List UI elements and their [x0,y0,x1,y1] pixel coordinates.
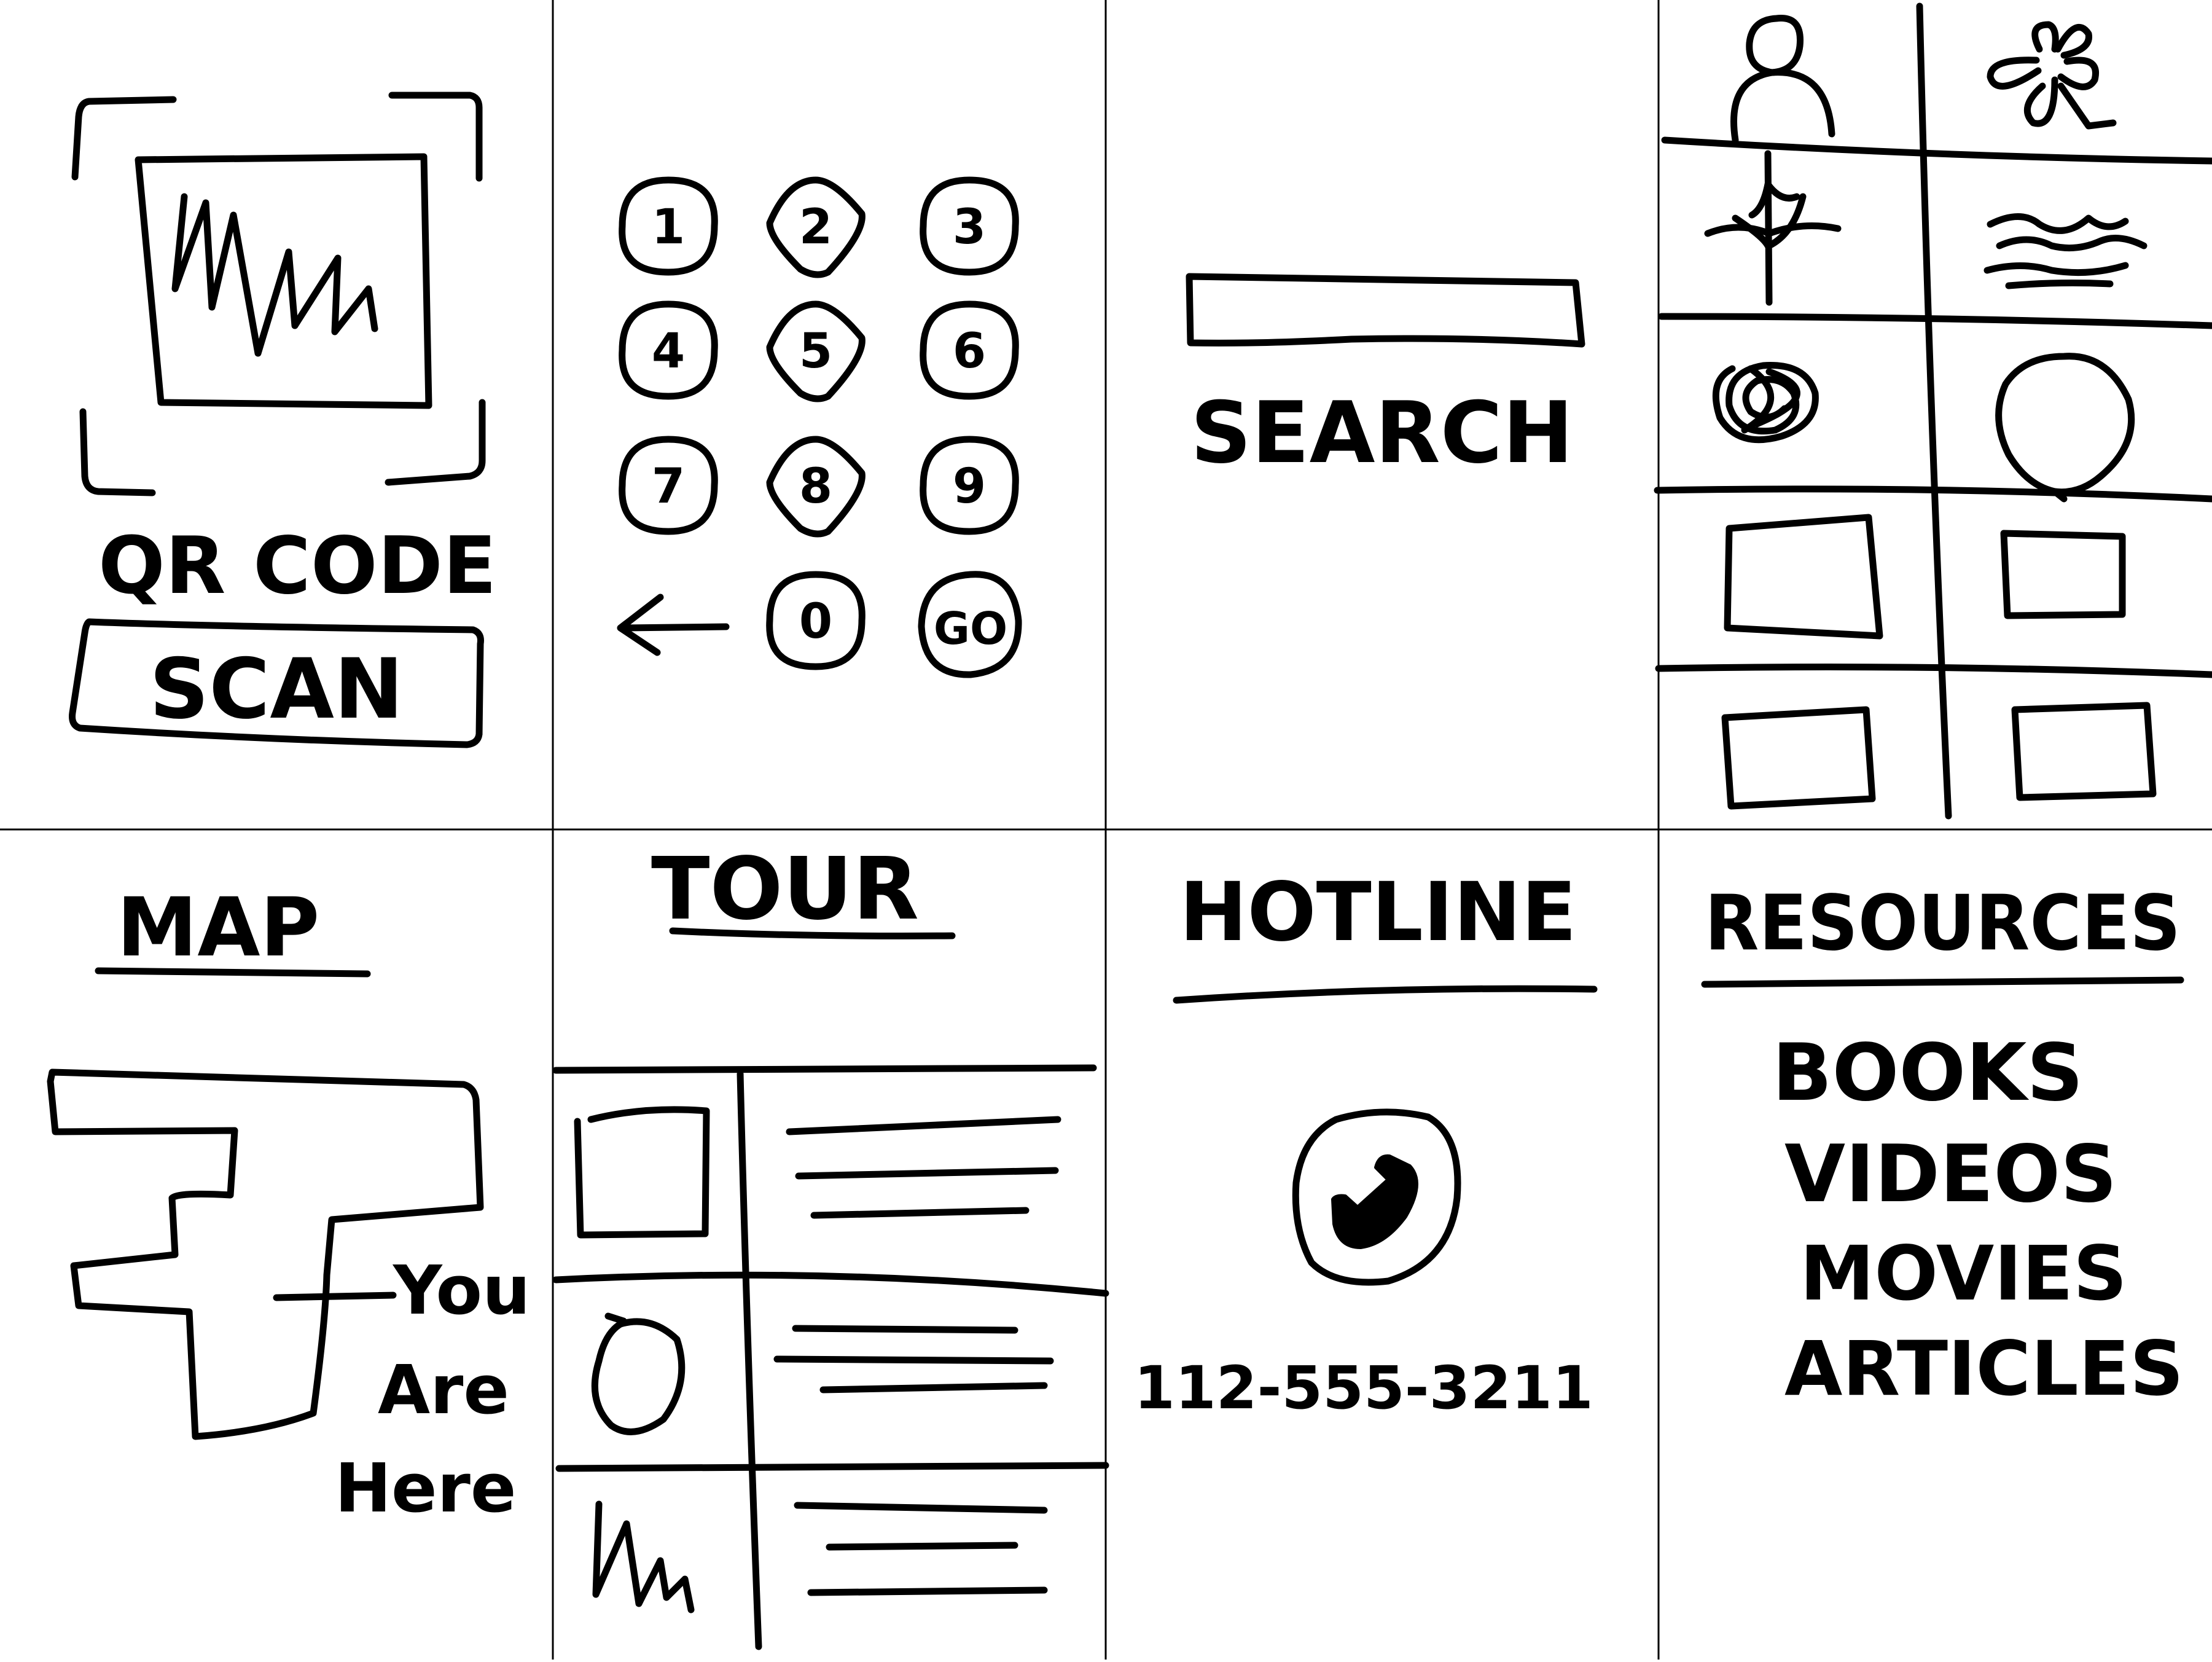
hotline-phone-number: 112-555-3211 [1134,1354,1593,1422]
go-button-label: GO [934,603,1007,654]
resource-videos[interactable]: VIDEOS [1784,1129,2117,1220]
keypad-keys: 1 2 3 4 5 6 7 8 9 0 [619,176,1019,670]
resource-books[interactable]: BOOKS [1772,1027,2084,1119]
keypad-key-6[interactable]: 6 [920,300,1019,400]
image-thumb-3[interactable] [1721,706,1876,810]
keypad-key-label: 9 [953,459,986,514]
scribble-icon [1712,362,1819,444]
keypad-key-4[interactable]: 4 [619,300,718,400]
keypad-key-7[interactable]: 7 [619,436,718,535]
flower-icon [1987,21,2117,130]
are-label: Are [378,1350,509,1429]
back-button[interactable] [617,594,730,656]
keypad-key-0[interactable]: 0 [766,571,866,670]
qr-image-placeholder [135,153,432,409]
you-are-here-pointer [273,1292,397,1301]
keypad-key-label: 6 [953,324,986,379]
hotline-panel: HOTLINE 112-555-3211 [1134,865,1598,1422]
keypad-key-2[interactable]: 2 [766,176,866,278]
keypad-key-8[interactable]: 8 [766,436,866,538]
image-thumb-4[interactable] [2011,702,2157,801]
keypad-key-label: 0 [799,594,832,649]
tour-item-3[interactable] [592,1500,1048,1613]
image-thumb-1[interactable] [1724,514,1883,640]
tour-item-2[interactable] [591,1312,1054,1435]
keypad-panel: 1 2 3 4 5 6 7 8 9 0 GO [617,176,1022,678]
keypad-key-1[interactable]: 1 [619,176,718,276]
resources-title: RESOURCES [1705,879,2181,968]
person-icon [1730,15,1835,144]
qr-title: QR CODE [98,520,496,612]
hotline-title: HOTLINE [1179,865,1577,960]
keypad-key-5[interactable]: 5 [766,300,866,402]
floor-plan [47,1068,484,1440]
keypad-key-label: 3 [953,200,986,255]
scan-button-label: SCAN [149,641,404,737]
keypad-key-label: 5 [799,324,832,379]
map-panel: MAP You Are Here [47,880,530,1527]
search-label: SEARCH [1190,383,1574,482]
search-input[interactable] [1186,273,1585,348]
you-label: You [392,1251,530,1330]
resources-panel: RESOURCES BOOKS VIDEOS MOVIES ARTICLES [1701,879,2184,1413]
waves-icon [1983,213,2148,289]
gallery-panel [1654,2,2212,820]
palm-tree-icon [1704,150,1842,306]
keypad-key-label: 4 [652,324,685,379]
scan-frame-corners [71,92,486,496]
image-thumb-2[interactable] [2000,530,2126,619]
keypad-key-3[interactable]: 3 [920,176,1019,276]
keypad-key-label: 2 [799,200,832,255]
tour-list-lines [552,1064,1109,1650]
tour-panel: TOUR [552,839,1109,1650]
keypad-key-label: 8 [799,459,832,514]
resource-movies[interactable]: MOVIES [1800,1230,2127,1317]
keypad-key-label: 1 [652,200,685,255]
map-title: MAP [117,880,319,975]
keypad-key-label: 7 [652,459,685,514]
scan-button[interactable]: SCAN [69,618,484,748]
search-panel: SEARCH [1186,273,1585,482]
phone-icon[interactable] [1292,1108,1461,1286]
left-arrow-icon [617,594,730,656]
resource-articles[interactable]: ARTICLES [1784,1325,2184,1413]
gallery-grid-lines [1654,2,2212,820]
tour-item-1[interactable] [574,1106,1061,1239]
qr-panel: QR CODE SCAN [69,92,496,748]
balloon-icon [1995,353,2135,503]
here-label: Here [335,1449,517,1527]
keypad-key-9[interactable]: 9 [920,436,1019,535]
go-button[interactable]: GO [918,571,1022,678]
tour-title: TOUR [651,839,919,939]
